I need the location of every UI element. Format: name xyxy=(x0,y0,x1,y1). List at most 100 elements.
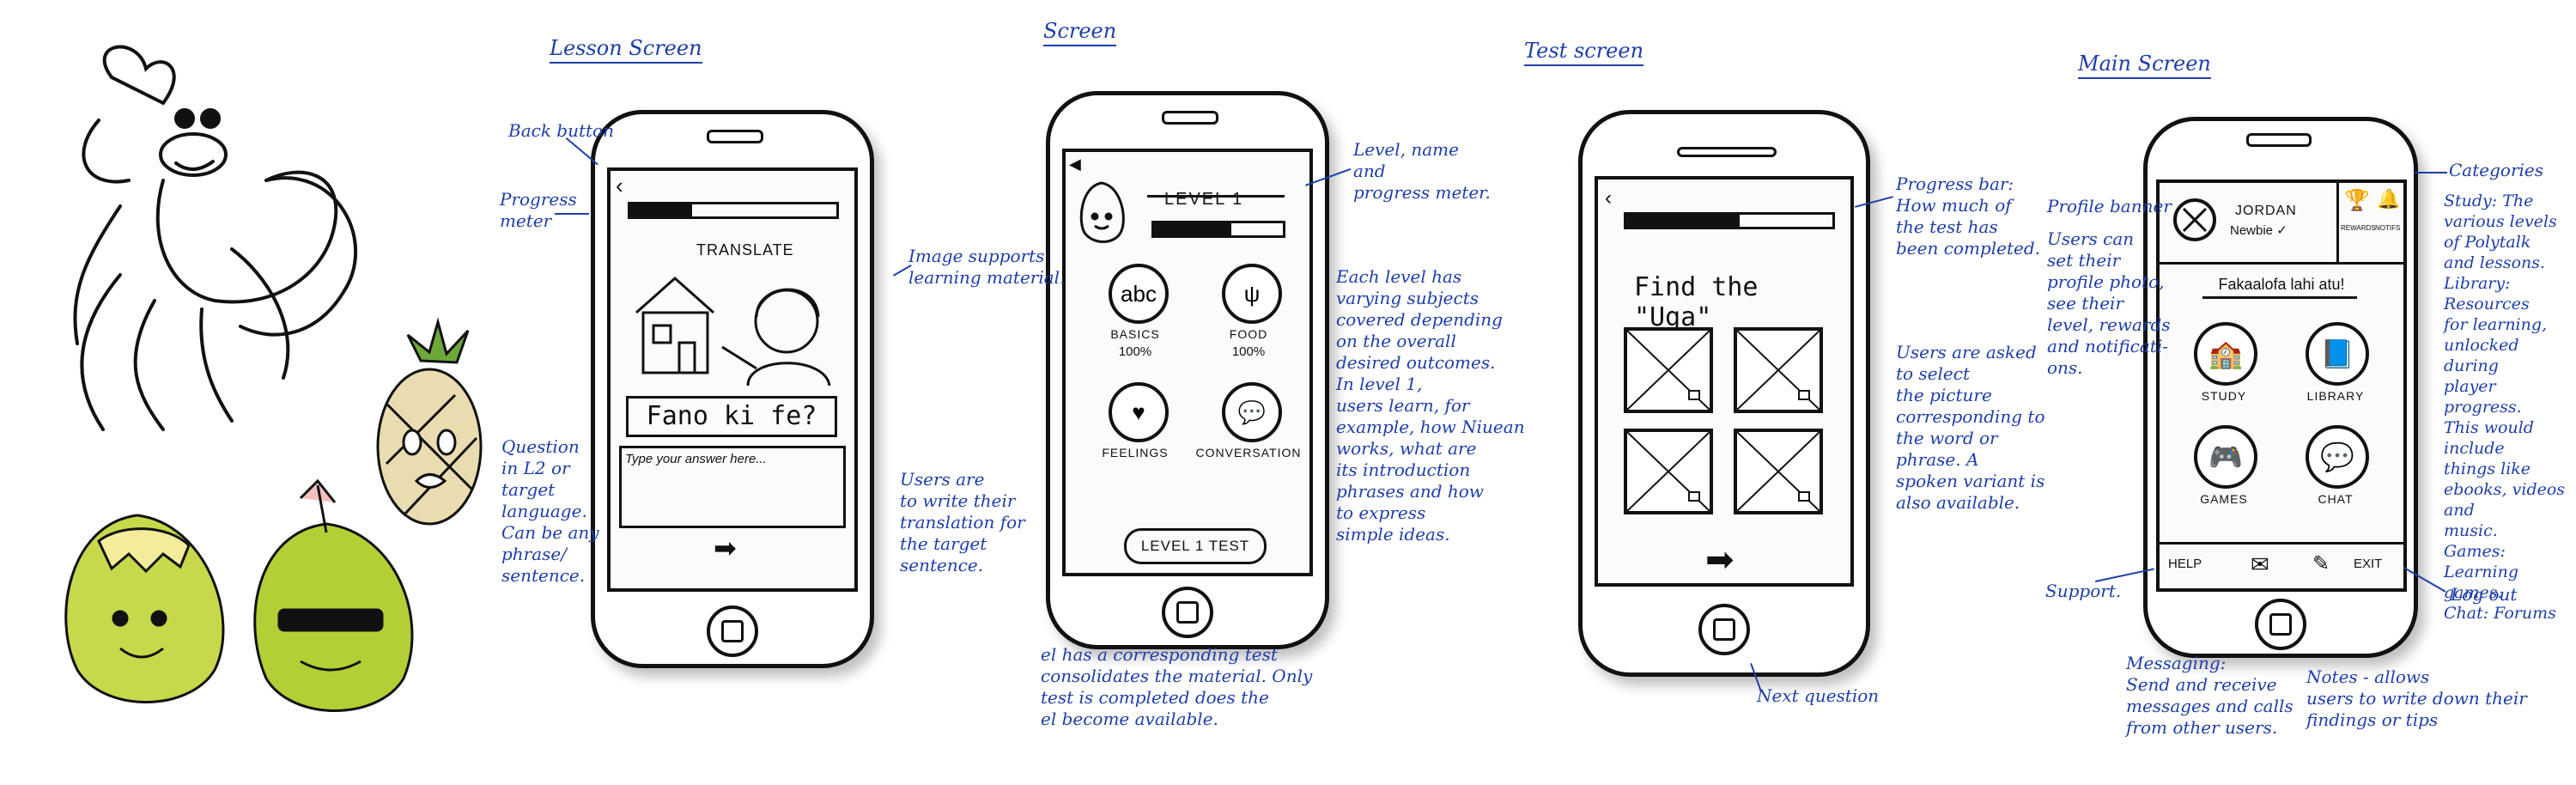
back-button[interactable]: ‹ xyxy=(1605,186,1612,210)
note-next-question: Next question xyxy=(1757,685,1880,706)
picture-option[interactable] xyxy=(1624,429,1713,514)
messaging-envelope-icon[interactable]: ✉ xyxy=(2251,551,2269,577)
rewards-notifs-panel: 🏆 🔔 REWARDS NOTIFS xyxy=(2339,183,2403,265)
pineapple-drawing xyxy=(376,317,483,526)
level-progress-bar xyxy=(1151,221,1285,238)
note-back-button: Back button xyxy=(508,120,614,141)
level-cat-circle[interactable]: ♥ xyxy=(1109,382,1169,442)
next-arrow-icon[interactable]: ➡ xyxy=(714,532,737,563)
bell-icon[interactable]: 🔔 xyxy=(2377,188,2401,210)
coconut-drawing xyxy=(64,514,225,703)
phone-lesson: ‹ TRANSLATE Fano ki fe? Type your answer… xyxy=(591,110,874,668)
user-rank: Newbie ✓ xyxy=(2230,223,2287,238)
note-messaging: Messaging: Send and receive messages and… xyxy=(2126,653,2293,738)
back-button[interactable]: ◀ xyxy=(1069,155,1081,173)
level-screen: ◀ LEVEL 1 abc BASICS 100%ψ FOOD 100%♥ FE… xyxy=(1062,149,1313,576)
answer-input[interactable]: Type your answer here... xyxy=(619,446,846,528)
note-categories: Categories xyxy=(2449,160,2543,180)
picture-option[interactable] xyxy=(1734,429,1823,514)
greeting: Fakaalofa lahi atu! xyxy=(2218,276,2345,293)
speaker-grille xyxy=(1677,147,1777,157)
note-each-level: Each level has varying subjects covered … xyxy=(1336,266,1525,545)
speaker-grille xyxy=(2246,133,2312,147)
title-underline xyxy=(1147,195,1285,198)
main-cat-label: CHAT xyxy=(2318,492,2354,506)
greeting-underline xyxy=(2202,296,2357,299)
speaker-grille xyxy=(1162,111,1218,125)
home-button[interactable] xyxy=(707,605,758,657)
exit-button[interactable]: EXIT xyxy=(2354,557,2383,571)
heading-main-screen: Main Screen xyxy=(2078,52,2211,79)
leader-line xyxy=(2415,172,2447,173)
heading-lesson-screen: Lesson Screen xyxy=(550,36,702,64)
level-cat-label: FEELINGS xyxy=(1102,446,1169,459)
trophy-icon[interactable]: 🏆 xyxy=(2344,189,2370,212)
phone-main: JORDAN Newbie ✓ 🏆 🔔 REWARDS NOTIFS Fakaa… xyxy=(2143,117,2418,658)
coconut-sunglasses-drawing xyxy=(253,478,414,712)
chat-bubbles-icon[interactable]: 💬 xyxy=(2306,425,2369,489)
heading-level-screen: Screen xyxy=(1043,19,1117,46)
level-cat-label: FOOD xyxy=(1229,327,1268,341)
doodle-illustrations xyxy=(64,45,483,712)
next-question-arrow-icon[interactable]: ➡ xyxy=(1705,541,1735,579)
notifs-label: NOTIFS xyxy=(2375,224,2401,232)
note-users-write: Users are to write their translation for… xyxy=(900,469,1025,575)
level-test-button[interactable]: LEVEL 1 TEST xyxy=(1124,528,1267,564)
note-notes-allow: Notes - allows users to write down their… xyxy=(2306,666,2527,730)
level-cat-circle[interactable]: 💬 xyxy=(1222,382,1282,442)
level-cat-circle[interactable]: ψ xyxy=(1222,264,1282,324)
note-level-name: Level, name and progress meter. xyxy=(1353,139,1491,203)
note-profile-banner: Profile banner xyxy=(2047,196,2172,216)
note-support: Support. xyxy=(2045,581,2122,601)
level-title: LEVEL 1 xyxy=(1164,190,1244,209)
back-button[interactable]: ‹ xyxy=(616,173,623,198)
rewards-label: REWARDS xyxy=(2341,224,2376,232)
home-button[interactable] xyxy=(1698,604,1750,655)
lesson-progress-bar xyxy=(628,202,839,219)
heading-test-screen: Test screen xyxy=(1524,39,1644,66)
lesson-screen: ‹ TRANSLATE Fano ki fe? Type your answer… xyxy=(607,167,858,592)
profile-photo-avatar[interactable] xyxy=(2173,198,2216,241)
note-log-out: Log out xyxy=(2451,584,2518,605)
help-button[interactable]: HELP xyxy=(2168,557,2202,571)
note-users-asked: Users are asked to select the picture co… xyxy=(1896,342,2045,513)
leader-line xyxy=(555,213,589,215)
note-categories-desc: Study: The various levels of Polytalk an… xyxy=(2444,192,2566,623)
profile-banner[interactable]: JORDAN Newbie ✓ xyxy=(2160,183,2339,265)
level-cat-pct: 100% xyxy=(1118,344,1152,359)
main-screen: JORDAN Newbie ✓ 🏆 🔔 REWARDS NOTIFS Fakaa… xyxy=(2156,180,2407,592)
user-name: JORDAN xyxy=(2235,204,2297,218)
test-progress-bar xyxy=(1624,212,1835,229)
level-cat-label: CONVERSATION xyxy=(1195,446,1302,459)
school-icon[interactable]: 🏫 xyxy=(2194,322,2257,386)
home-button[interactable] xyxy=(2255,599,2306,650)
test-prompt: Find the "Uga" xyxy=(1634,272,1759,332)
coconut-avatar-icon xyxy=(1079,181,1125,243)
question-box: Fano ki fe? xyxy=(626,396,837,437)
phone-test: ‹ Find the "Uga" ➡ xyxy=(1578,110,1870,677)
home-button[interactable] xyxy=(1162,587,1213,638)
note-level-test: el has a corresponding test consolidates… xyxy=(1041,644,1313,729)
picture-option[interactable] xyxy=(1624,327,1713,413)
note-question-in-l2: Question in L2 or target language. Can b… xyxy=(501,436,599,586)
bottom-bar: HELP ✉ ✎ EXIT xyxy=(2160,542,2403,591)
book-icon[interactable]: 📘 xyxy=(2306,322,2369,386)
notes-pencil-icon[interactable]: ✎ xyxy=(2312,552,2330,575)
lesson-title: TRANSLATE xyxy=(696,241,794,259)
main-cat-label: GAMES xyxy=(2200,492,2248,506)
level-cat-circle[interactable]: abc xyxy=(1109,264,1169,324)
main-cat-label: STUDY xyxy=(2201,389,2247,403)
speaker-grille xyxy=(707,130,763,143)
note-profile-desc: Users can set their profile photo, see t… xyxy=(2047,228,2171,378)
lesson-image xyxy=(635,276,831,386)
note-progress-meter: Progress meter xyxy=(500,189,577,231)
note-progress-bar: Progress bar: How much of the test has b… xyxy=(1896,173,2040,259)
phone-level: ◀ LEVEL 1 abc BASICS 100%ψ FOOD 100%♥ FE… xyxy=(1046,91,1329,649)
main-cat-label: LIBRARY xyxy=(2306,389,2365,403)
hermit-crab-drawing xyxy=(73,45,358,431)
level-cat-label: BASICS xyxy=(1110,327,1160,341)
note-image-supports: Image supports learning material. xyxy=(908,246,1066,288)
gamepad-icon[interactable]: 🎮 xyxy=(2194,425,2257,489)
test-screen: ‹ Find the "Uga" ➡ xyxy=(1595,176,1854,587)
picture-option[interactable] xyxy=(1734,327,1823,413)
